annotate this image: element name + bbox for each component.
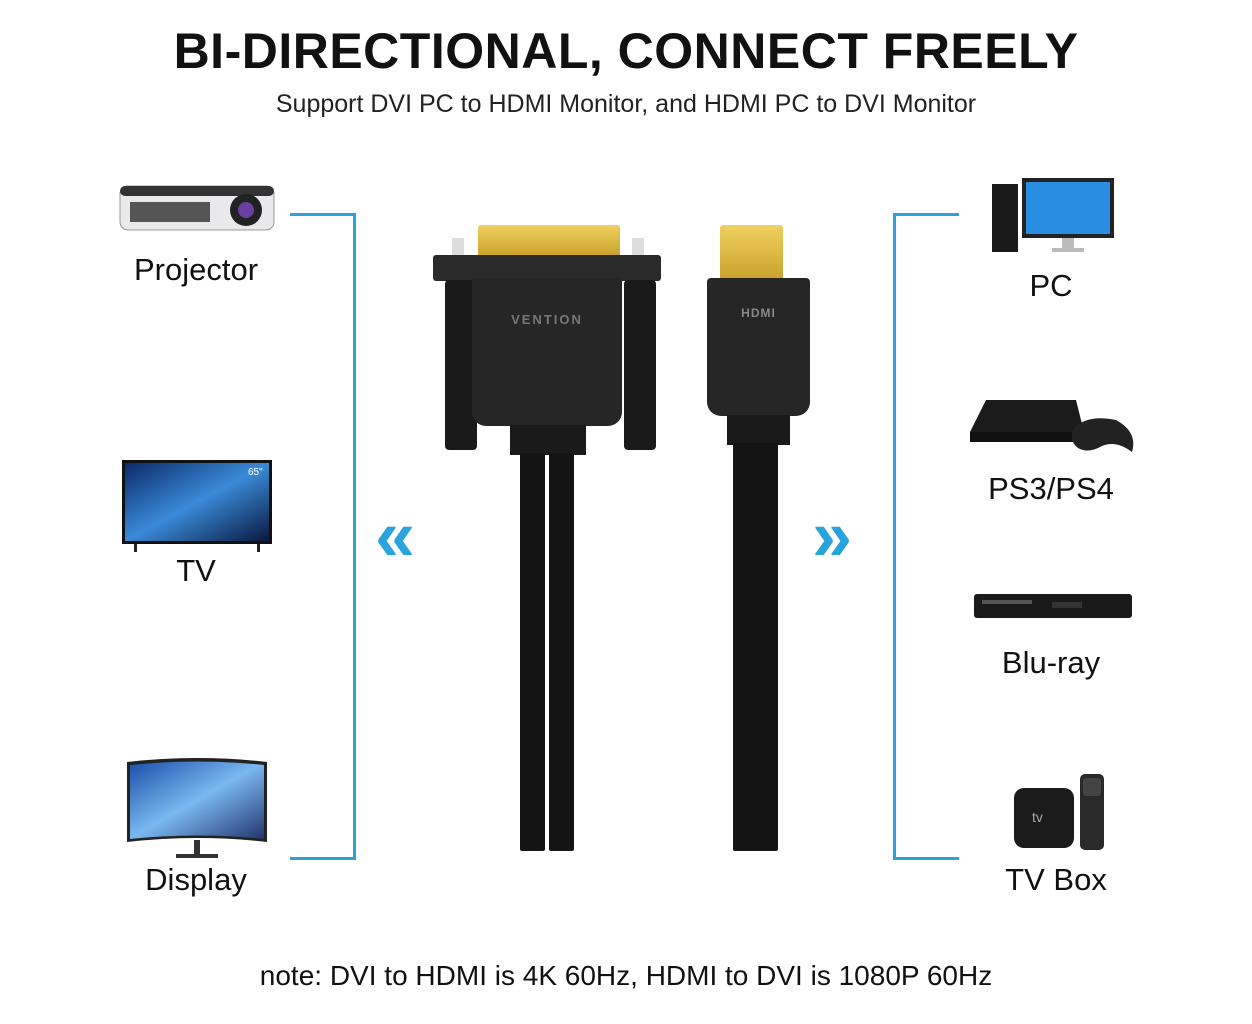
ps4-icon <box>970 400 1134 452</box>
projector-icon <box>119 185 275 231</box>
ps4-label: PS3/PS4 <box>988 471 1114 506</box>
right-arrow-icon: » <box>812 496 853 576</box>
display-icon <box>127 758 267 858</box>
tv-label: TV <box>176 553 216 588</box>
projector-label: Projector <box>133 252 259 287</box>
svg-text:65": 65" <box>248 467 263 478</box>
left-arrow-icon: « <box>375 496 416 576</box>
svg-text:tv: tv <box>1032 809 1043 825</box>
vention-logo: VENTION <box>511 312 583 327</box>
tvbox-label: TV Box <box>1005 862 1107 897</box>
display-label: Display <box>145 862 247 897</box>
tv-box-icon: tv <box>1014 774 1104 850</box>
hdmi-logo: HDMI <box>741 306 776 320</box>
tv-icon: 65" <box>122 460 272 552</box>
note-text: note: DVI to HDMI is 4K 60Hz, HDMI to DV… <box>259 960 993 991</box>
pc-icon <box>992 178 1114 252</box>
bluray-player-icon <box>974 594 1132 618</box>
pc-label: PC <box>1029 268 1073 303</box>
bluray-label: Blu-ray <box>1001 645 1101 680</box>
page-title: BI-DIRECTIONAL, CONNECT FREELY <box>173 23 1079 79</box>
subtitle: Support DVI PC to HDMI Monitor, and HDMI… <box>275 90 977 118</box>
